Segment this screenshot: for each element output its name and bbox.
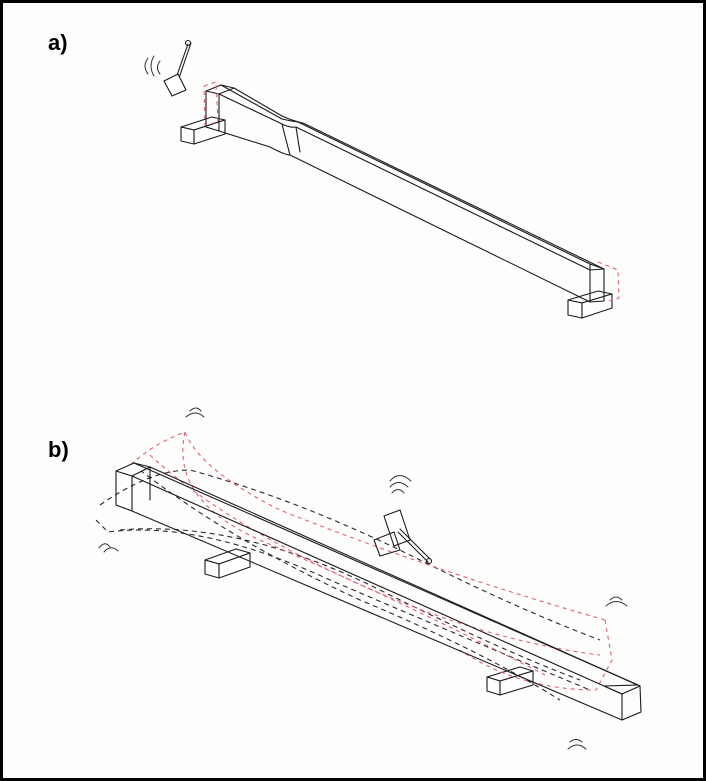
beam-a (205, 84, 605, 303)
panel-a-drawing (144, 39, 620, 319)
hammer-icon (373, 509, 433, 565)
left-support-block-b (204, 548, 251, 579)
panel-b-label: b) (48, 437, 69, 462)
deformed-shape-pink (124, 431, 613, 691)
hammer-icon (163, 39, 192, 97)
vibration-marks-icon (98, 407, 628, 750)
right-support-block-b (486, 666, 534, 696)
mode-marker-a (203, 81, 620, 303)
deformed-shape-dark (95, 469, 601, 701)
panel-a-label: a) (48, 30, 68, 55)
vibration-marks-icon (144, 55, 161, 77)
panel-b-drawing (95, 407, 642, 750)
beam-b (115, 462, 642, 721)
